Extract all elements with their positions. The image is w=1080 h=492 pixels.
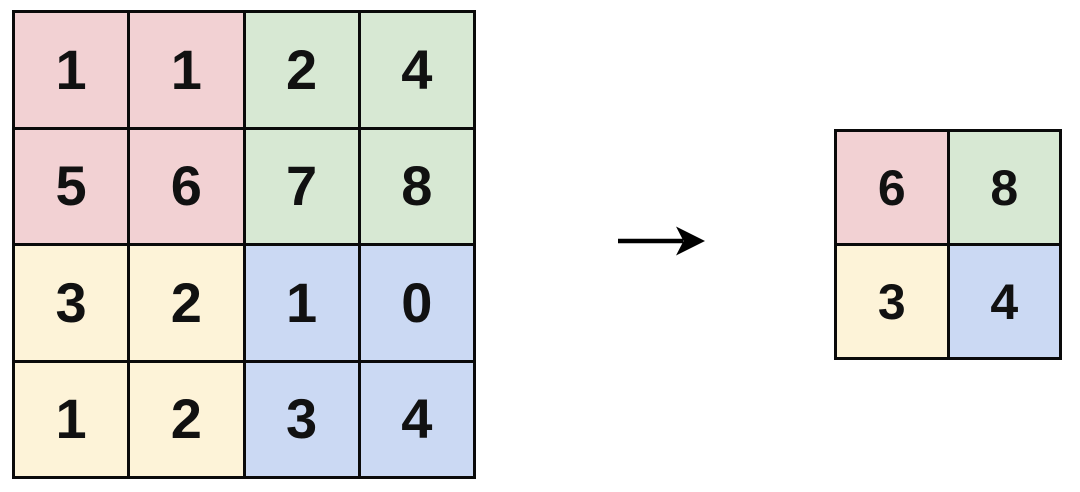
grid-cell: 3: [15, 246, 128, 360]
grid-cell: 7: [245, 129, 358, 243]
grid-cell: 4: [360, 362, 473, 476]
grid-cell: 1: [15, 13, 128, 127]
grid-cell: 3: [245, 362, 358, 476]
grid-cell: 2: [130, 362, 243, 476]
grid-cell: 6: [130, 129, 243, 243]
grid-cell: 0: [360, 246, 473, 360]
grid-cell: 5: [15, 129, 128, 243]
grid-cell: 4: [949, 246, 1059, 357]
grid-cell: 2: [245, 13, 358, 127]
grid-cell: 3: [837, 246, 947, 357]
grid-cell: 2: [130, 246, 243, 360]
grid-cell: 8: [949, 132, 1059, 243]
grid-cell: 1: [15, 362, 128, 476]
arrow-right-icon: [618, 226, 705, 256]
grid-cell: 1: [130, 13, 243, 127]
grid-cell: 8: [360, 129, 473, 243]
grid-cell: 1: [245, 246, 358, 360]
grid-cell: 4: [360, 13, 473, 127]
grid-cell: 6: [837, 132, 947, 243]
